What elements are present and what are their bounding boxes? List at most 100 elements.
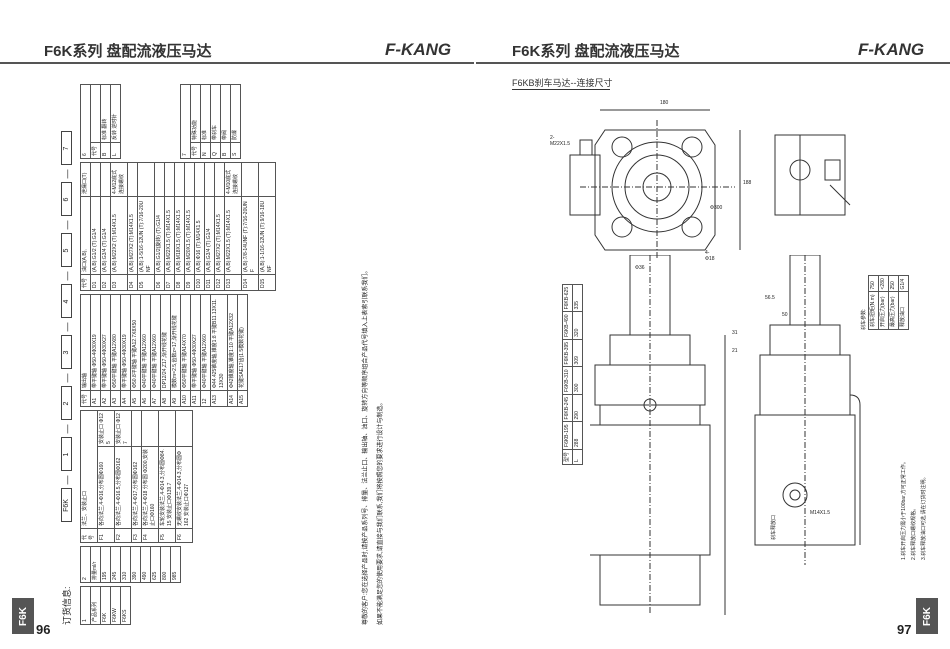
table-cell: D11 — [204, 274, 215, 291]
table-cell: DP12/24,Z17,渐开线花键 — [160, 294, 171, 391]
table-row: D9(A,B):M20X1.5 (T):M14X1.5 — [184, 162, 195, 291]
table-cell — [184, 162, 195, 197]
model-cell: F6KB-310 — [562, 366, 573, 395]
table-cell: Φ44.425锥度轴,锥度1:8 平键B11.13X11.13X30 — [210, 294, 228, 391]
table-row: 985 — [170, 546, 181, 583]
brake-note-1: 1.刹车开启压力需小于100bar,方可正常工作。 — [901, 459, 907, 560]
table-row: D6(A,B):G1/2(旋转) (T):G1/4 — [154, 162, 165, 291]
table-cell — [194, 162, 205, 197]
table-cell — [100, 162, 111, 197]
table-cell — [137, 162, 155, 197]
dim-label: 180 — [660, 100, 669, 106]
dim-label: 188 — [743, 180, 752, 186]
brake-note-2: 2.刹车释放口螺纹规格。 — [911, 505, 917, 560]
table-cell — [204, 162, 215, 197]
table-cell: A15 — [237, 390, 248, 407]
table-cell: (A,B):M20X1.5 (T):M14X1.5 — [184, 196, 195, 275]
table-cell: (A,B):7/8-14UNF (T):7/16-20UNF — [241, 196, 259, 275]
table-cell: Φ50平键轴 平键A14X70 — [180, 294, 191, 391]
table-row: 代号 — [90, 84, 101, 159]
table-cell: A7 — [150, 390, 161, 407]
table-cell: 800 — [160, 546, 171, 583]
table-cell: L — [110, 142, 121, 159]
table-cell — [241, 162, 259, 197]
table-cell: 625 — [150, 546, 161, 583]
table-row: D1(A,B):G1/2 (T):G1/4 — [90, 162, 101, 291]
left-side-tab: F6K — [12, 598, 34, 634]
table-cell: 排量ml/r — [90, 546, 101, 583]
table-cell: B — [220, 142, 231, 159]
brake-note-3: 3.刹车释放油口可选,请在订货时注明。 — [921, 474, 927, 560]
table-row: D5(A,B):1-5/16-12UN (T):7/16-20UNF — [137, 162, 155, 291]
table-cell: 产品系列 — [90, 586, 101, 625]
table-cell: 6 — [80, 84, 91, 159]
table-cell: D15 — [258, 274, 276, 291]
table-row: 800 — [160, 546, 171, 583]
table-cell: 代号 — [80, 390, 91, 407]
section-title: F6KB刹车马达--连接尺寸 — [512, 78, 613, 88]
model-cell: F6KB-490 — [562, 311, 573, 340]
length-value: 290 — [572, 394, 583, 422]
table-row: F6K — [100, 586, 111, 625]
table-cell: F6K — [100, 586, 111, 625]
length-value: 320 — [572, 311, 583, 340]
table-cell: 各向法兰,4-Φ16.5,分布圆Φ162 — [114, 446, 132, 529]
table-cell: 各向法兰,4-Φ18 分布圆 Φ200,安装止口Φ160 — [141, 446, 159, 529]
table-cell: F6KW — [110, 586, 121, 625]
length-value: 309 — [572, 339, 583, 367]
table-cell: 310 — [120, 546, 131, 583]
table-row: D14(A,B):7/8-14UNF (T):7/16-20UNF — [241, 162, 259, 291]
code-box: 6 — [61, 182, 72, 217]
length-value: 335 — [572, 284, 583, 312]
length-label: L — [572, 449, 583, 465]
left-header-rule — [0, 62, 474, 64]
table-cell: 开启压力(bar) — [878, 292, 889, 330]
code-box: 4 — [61, 284, 72, 319]
table-cell: F5 — [158, 528, 176, 543]
table-row: 代号输出轴 — [80, 294, 91, 407]
dim-label: 31 — [732, 330, 738, 336]
table-cell — [131, 410, 142, 447]
table-cell: <280 — [878, 275, 889, 292]
top-view-drawing — [569, 109, 741, 260]
table-cell: 模数m=2.5,齿数z=17,渐开线花键 — [170, 294, 181, 391]
table-cell: A5 — [130, 390, 141, 407]
dim-label: Φ300 — [710, 205, 723, 211]
table-cell: D14 — [241, 274, 259, 291]
table-cell: (A,B):1-5/16-12UN (T):7/16-20UNF — [137, 196, 155, 275]
table-cell: D4 — [127, 274, 138, 291]
length-value: 288 — [572, 421, 583, 450]
table-cell: (A,B):G1/2 (T):G1/4 — [90, 196, 101, 275]
table-cell: 防爆 — [230, 84, 241, 143]
table-row: 195 — [100, 546, 111, 583]
right-header-rule — [476, 62, 950, 64]
table-cell: A1 — [90, 390, 101, 407]
table-cell: (A,B):G1/2(旋转) (T):G1/4 — [154, 196, 165, 275]
table-cell: Φ42锥度轴,锥度1:10 平键A12X32 — [227, 294, 238, 391]
order-code-row: 订货信息: F6K— 1— 2— 3— 4— 5— 6— 7 — [60, 131, 73, 625]
table-cell: D3 — [110, 274, 128, 291]
table-cell: D9 — [184, 274, 195, 291]
brake-table-header: 刹车参数: — [861, 308, 867, 330]
table-cell: D2 — [100, 274, 111, 291]
table-cell: A13 — [210, 390, 228, 407]
table-cell: 1 — [80, 586, 91, 625]
